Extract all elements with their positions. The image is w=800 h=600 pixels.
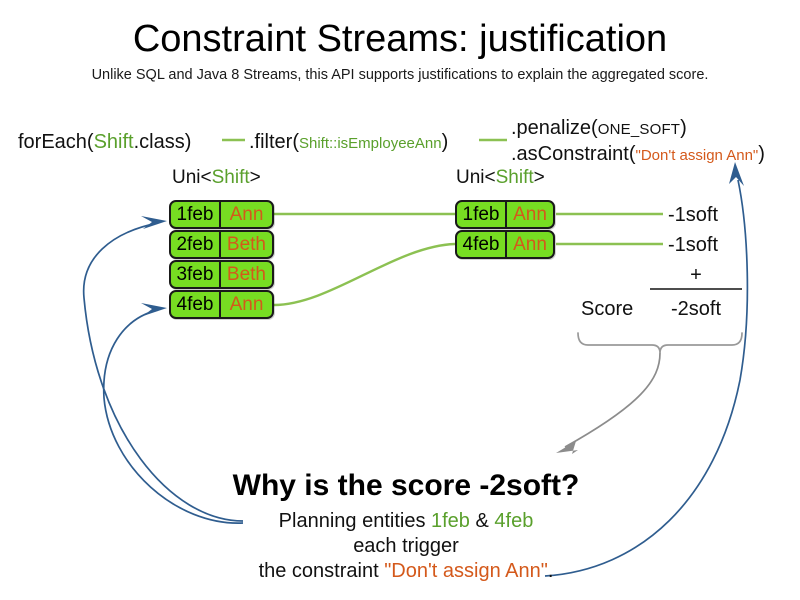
score-divider-rule (650, 288, 742, 290)
code-foreach-type: Shift (93, 131, 134, 153)
page-subtitle: Unlike SQL and Java 8 Streams, this API … (91, 67, 709, 83)
explanation-line3-prefix: the constraint (258, 560, 385, 582)
penalty-label: -1soft (668, 234, 719, 256)
tuple-name: Beth (226, 234, 266, 255)
tuple-row[interactable]: 4feb Ann (455, 230, 555, 259)
wire-left4feb-to-right4feb (273, 242, 456, 307)
code-asconstraint-method: .asConstraint( (511, 143, 636, 165)
code-penalize-method: .penalize( (511, 117, 598, 139)
uni-label-left-type: Shift (211, 167, 250, 188)
tuple-row[interactable]: 1feb Ann (455, 200, 555, 229)
explanation-entity-a: 1feb (431, 510, 470, 532)
explanation-line1-prefix: Planning entities (278, 510, 431, 532)
code-penalize-arg: ONE_SOFT (597, 121, 681, 138)
uni-label-right-suffix: > (533, 167, 545, 188)
code-filter-ref: Shift::isEmployeeAnn (299, 135, 442, 152)
brace-to-explanation-arrow (564, 352, 661, 448)
tuple-date: 2feb (171, 232, 221, 257)
tuple-date: 3feb (171, 262, 221, 287)
tuple-name: Ann (513, 204, 547, 225)
code-filter: .filter(Shift::isEmployeeAnn) (249, 130, 448, 156)
uni-label-right-prefix: Uni< (456, 167, 496, 188)
tuple-row[interactable]: 3feb Beth (169, 260, 274, 289)
score-operator: + (690, 264, 702, 286)
uni-label-left: Uni<Shift> (172, 166, 261, 189)
tuple-date: 4feb (457, 232, 507, 257)
tuple-name: Ann (229, 204, 264, 225)
tuple-name: Ann (229, 294, 264, 315)
code-asconstraint-arg: "Don't assign Ann" (635, 147, 759, 164)
explanation-line3-suffix: . (547, 560, 554, 582)
score-label: Score (581, 298, 634, 320)
explanation-headline: Why is the score -2soft? (232, 469, 580, 502)
tuple-name: Beth (226, 264, 266, 285)
tuple-row[interactable]: 1feb Ann (169, 200, 274, 229)
justification-arrow-head-4feb (141, 303, 167, 316)
explanation-line-1: Planning entities 1feb & 4feb (130, 509, 682, 534)
score-curly-brace (577, 332, 743, 354)
tuple-date: 1feb (171, 202, 221, 227)
uni-label-right-type: Shift (495, 167, 534, 188)
uni-label-left-prefix: Uni< (172, 167, 212, 188)
code-filter-tail: ) (441, 131, 449, 153)
code-foreach-method: forEach( (18, 131, 94, 153)
code-foreach-tail: .class) (133, 131, 192, 153)
explanation-line-3: the constraint "Don't assign Ann". (130, 559, 682, 584)
code-asconstraint-tail: ) (758, 143, 765, 165)
justification-arrow-head-1feb (141, 216, 167, 229)
score-total: -2soft (670, 298, 722, 320)
tuple-row[interactable]: 2feb Beth (169, 230, 274, 259)
code-penalize-tail: ) (680, 117, 687, 139)
tuple-date: 1feb (457, 202, 507, 227)
uni-label-left-suffix: > (249, 167, 261, 188)
explanation-line-2: each trigger (353, 535, 459, 557)
code-filter-method: .filter( (249, 131, 299, 153)
tuple-row[interactable]: 4feb Ann (169, 290, 274, 319)
tuple-date: 4feb (171, 292, 221, 317)
page-title: Constraint Streams: justification (132, 18, 668, 60)
code-foreach: forEach(Shift.class) (18, 130, 191, 154)
penalty-label: -1soft (668, 204, 719, 226)
explanation-line1-amp: & (469, 510, 495, 532)
code-penalize: .penalize(ONE_SOFT) (511, 116, 687, 142)
explanation-entity-b: 4feb (494, 510, 534, 532)
code-asconstraint: .asConstraint("Don't assign Ann") (511, 142, 765, 168)
explanation-constraint-name: "Don't assign Ann" (384, 560, 548, 582)
brace-arrow-head (556, 441, 578, 454)
tuple-name: Ann (513, 234, 547, 255)
uni-label-right: Uni<Shift> (456, 166, 545, 189)
